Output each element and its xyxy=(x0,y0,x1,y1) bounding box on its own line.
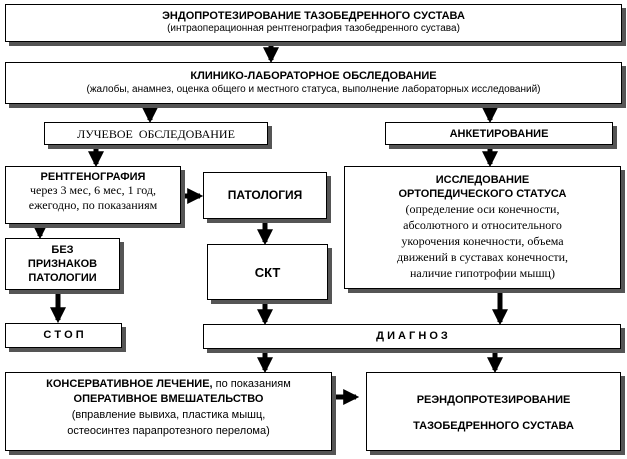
treatment-line3: (вправление вывиха, пластика мышц, xyxy=(71,409,266,421)
treatment-line4: остеосинтез парапротезного перелома) xyxy=(67,425,270,437)
title-box: ЭНДОПРОТЕЗИРОВАНИЕ ТАЗОБЕДРЕННОГО СУСТАВ… xyxy=(5,4,622,42)
stop-box: С Т О П xyxy=(5,323,122,348)
title-main: ЭНДОПРОТЕЗИРОВАНИЕ ТАЗОБЕДРЕННОГО СУСТАВ… xyxy=(162,10,465,22)
conservative-treatment: КОНСЕРВАТИВНОЕ ЛЕЧЕНИЕ, xyxy=(46,378,213,390)
ct-label: СКТ xyxy=(254,265,281,280)
ortho-line4: движений в суставах конечности, xyxy=(396,250,569,264)
revision-line2: ТАЗОБЕДРЕННОГО СУСТАВА xyxy=(413,420,574,432)
clinical-main: КЛИНИКО-ЛАБОРАТОРНОЕ ОБСЛЕДОВАНИЕ xyxy=(190,70,437,82)
no-pathology-line1: БЕЗ xyxy=(51,244,74,256)
questionnaire-label: АНКЕТИРОВАНИЕ xyxy=(449,128,549,140)
ortho-title2: ОРТОПЕДИЧЕСКОГО СТАТУСА xyxy=(398,188,567,200)
xray-line2: ежегодно, по показаниям xyxy=(28,198,158,212)
clinical-box: КЛИНИКО-ЛАБОРАТОРНОЕ ОБСЛЕДОВАНИЕ (жалоб… xyxy=(5,62,622,104)
treatment-box: КОНСЕРВАТИВНОЕ ЛЕЧЕНИЕ, по показаниям ОП… xyxy=(5,372,332,451)
ortho-line1: (определение оси конечности, xyxy=(405,202,560,216)
diagnosis-box: Д И А Г Н О З xyxy=(203,324,621,349)
treatment-indication: по показаниям xyxy=(212,378,291,390)
radiation-label: ЛУЧЕВОЕ ОБСЛЕДОВАНИЕ xyxy=(77,127,235,141)
revision-line1: РЕЭНДОПРОТЕЗИРОВАНИЕ xyxy=(416,394,571,406)
questionnaire-box: АНКЕТИРОВАНИЕ xyxy=(385,122,613,145)
no-pathology-line2: ПРИЗНАКОВ xyxy=(27,258,98,270)
no-pathology-line3: ПАТОЛОГИИ xyxy=(28,272,97,284)
title-sub: (интраоперационная рентгенография тазобе… xyxy=(167,23,460,34)
ortho-title1: ИССЛЕДОВАНИЕ xyxy=(435,174,530,186)
ortho-box: ИССЛЕДОВАНИЕ ОРТОПЕДИЧЕСКОГО СТАТУСА (оп… xyxy=(344,166,621,289)
ct-box: СКТ xyxy=(207,244,328,300)
xray-box: РЕНТГЕНОГРАФИЯ через 3 мес, 6 мес, 1 год… xyxy=(5,166,181,224)
xray-line1: через 3 мес, 6 мес, 1 год, xyxy=(29,183,157,197)
radiation-box: ЛУЧЕВОЕ ОБСЛЕДОВАНИЕ xyxy=(44,122,268,145)
surgical-intervention: ОПЕРАТИВНОЕ ВМЕШАТЕЛЬСТВО xyxy=(73,393,264,405)
no-pathology-box: БЕЗ ПРИЗНАКОВ ПАТОЛОГИИ xyxy=(5,238,120,290)
stop-label: С Т О П xyxy=(43,329,84,341)
pathology-label: ПАТОЛОГИЯ xyxy=(227,188,303,202)
ortho-line5: наличие гипотрофии мышц) xyxy=(410,266,555,280)
revision-box: РЕЭНДОПРОТЕЗИРОВАНИЕ ТАЗОБЕДРЕННОГО СУСТ… xyxy=(366,372,621,451)
clinical-sub: (жалобы, анамнез, оценка общего и местно… xyxy=(86,84,541,95)
treatment-line1: КОНСЕРВАТИВНОЕ ЛЕЧЕНИЕ, по показаниям xyxy=(6,377,331,392)
ortho-line2: абсолютного и относительного xyxy=(403,218,562,232)
pathology-box: ПАТОЛОГИЯ xyxy=(203,172,327,219)
diagnosis-label: Д И А Г Н О З xyxy=(376,330,448,342)
ortho-line3: укорочения конечности, объема xyxy=(401,234,564,248)
xray-title: РЕНТГЕНОГРАФИЯ xyxy=(40,171,146,183)
